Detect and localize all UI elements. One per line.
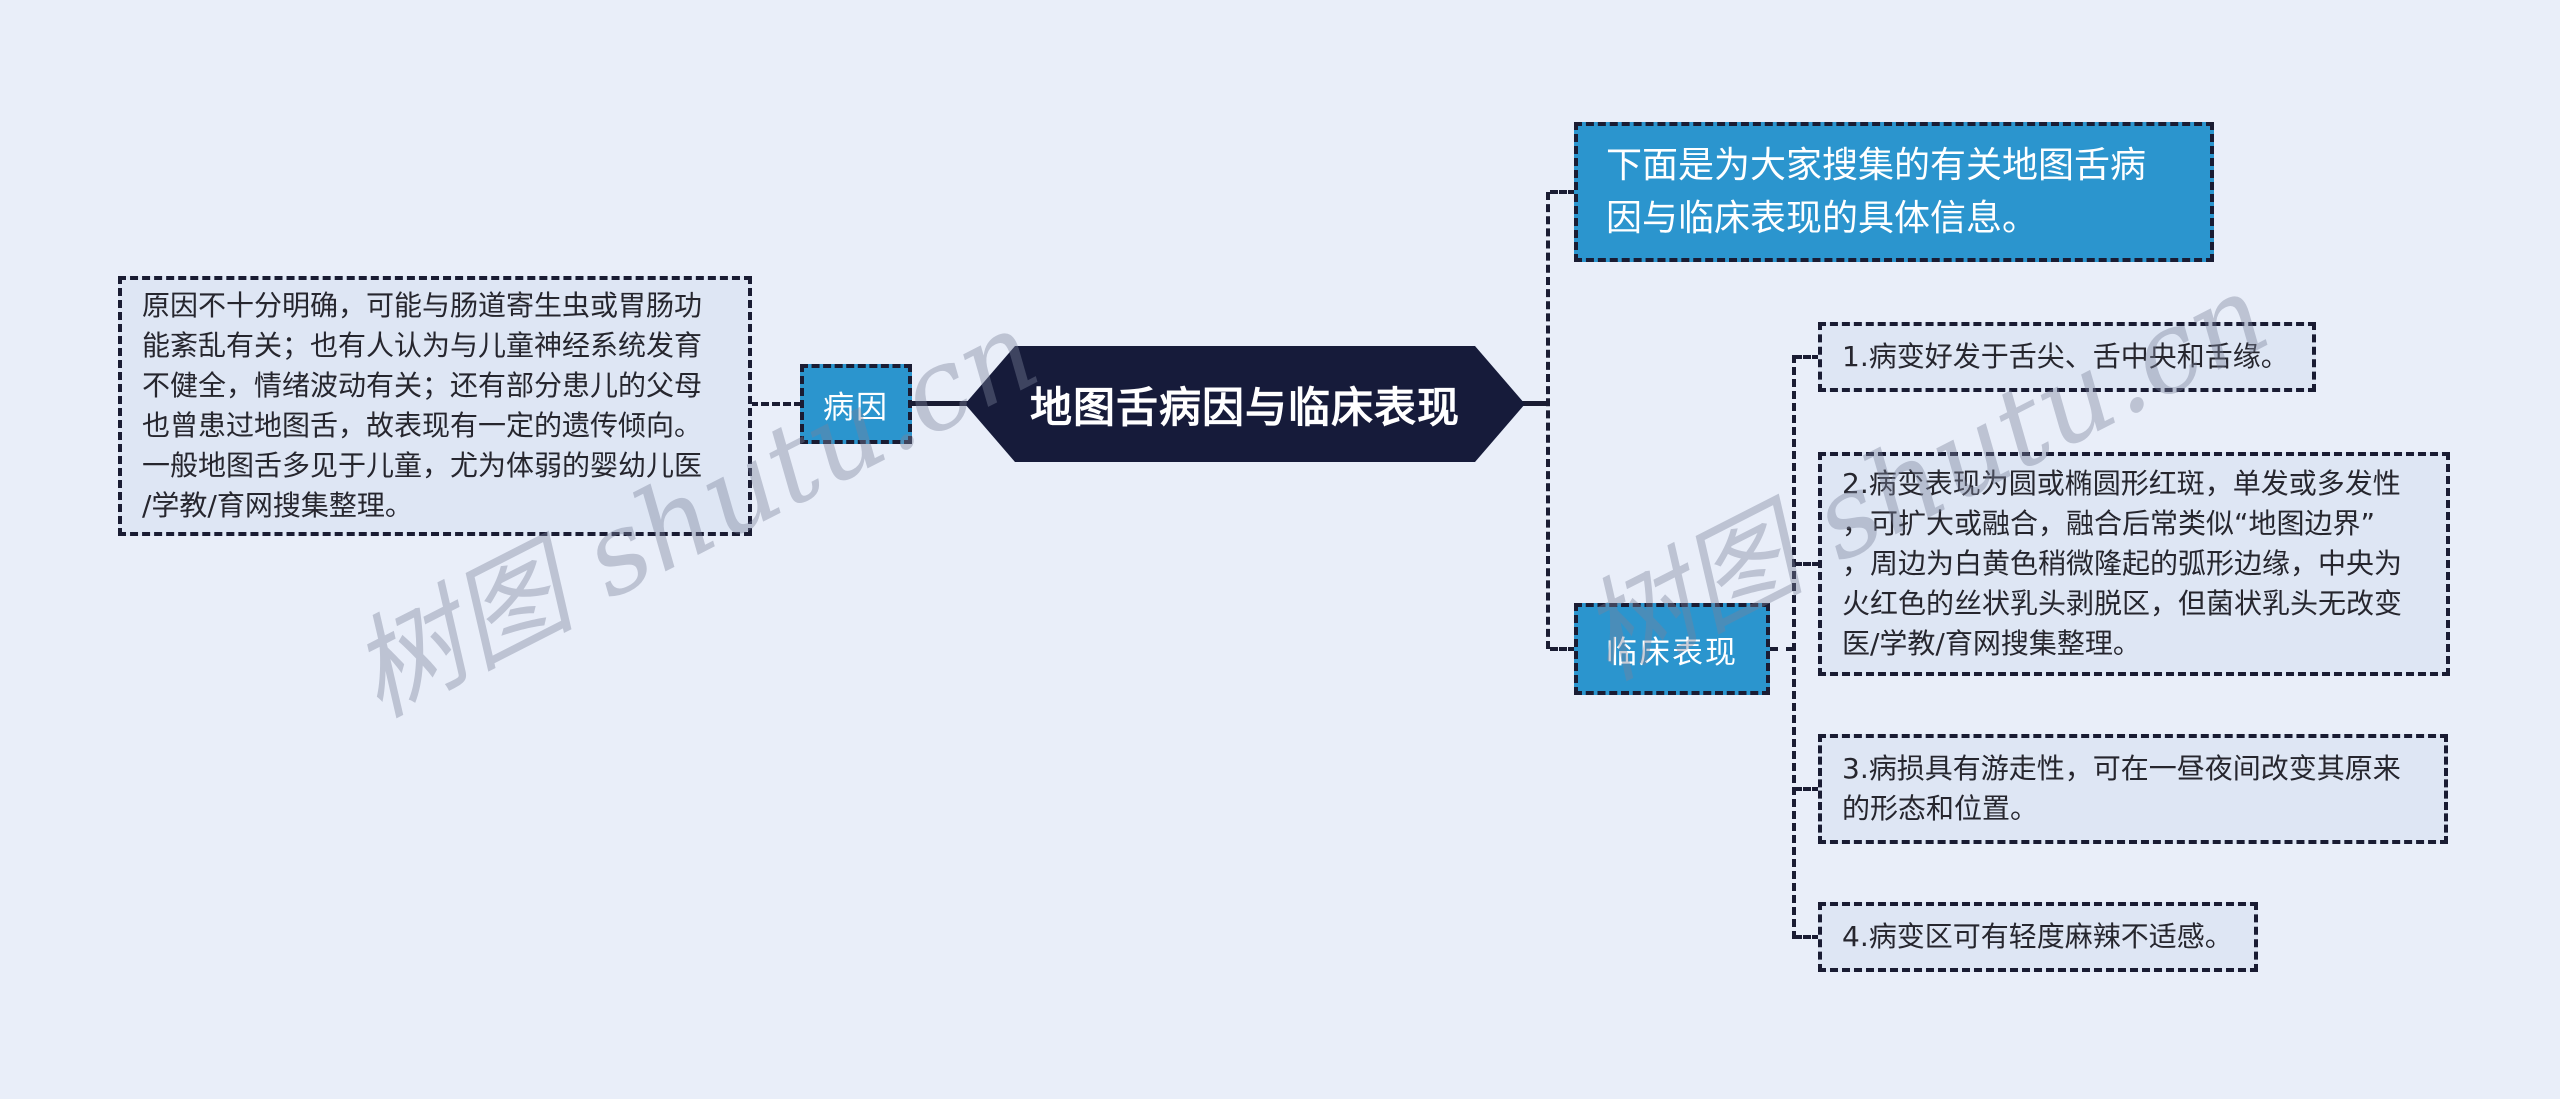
cause-node[interactable]: 病因 [800,364,912,444]
clinical-item-3[interactable]: 3.病损具有游走性，可在一昼夜间改变其原来 的形态和位置。 [1818,734,2448,844]
connector-root-to-trunk [1518,401,1550,406]
connector-item-1 [1794,355,1820,359]
items-trunk-line [1792,355,1796,939]
connector-item-2 [1794,562,1820,566]
clinical-node[interactable]: 临床表现 [1574,603,1770,695]
connector-item-3 [1794,787,1820,791]
connector-trunk-to-clinical [1550,647,1576,651]
connector-cause-to-root [910,401,976,406]
root-node-title: 地图舌病因与临床表现 [1029,382,1460,432]
root-node[interactable]: 地图舌病因与临床表现 [965,346,1525,462]
clinical-item-2[interactable]: 2.病变表现为圆或椭圆形红斑，单发或多发性 ，可扩大或融合，融合后常类似“地图边… [1818,452,2450,676]
clinical-item-4[interactable]: 4.病变区可有轻度麻辣不适感。 [1818,902,2258,972]
connector-item-4 [1794,935,1820,939]
connector-clinical-to-items-trunk [1770,647,1794,651]
connector-detail-to-cause [750,402,802,406]
connector-trunk-to-intro [1550,190,1576,194]
clinical-item-1[interactable]: 1.病变好发于舌尖、舌中央和舌缘。 [1818,322,2316,392]
right-trunk-line [1546,192,1550,649]
intro-box[interactable]: 下面是为大家搜集的有关地图舌病 因与临床表现的具体信息。 [1574,122,2214,262]
cause-detail-box[interactable]: 原因不十分明确，可能与肠道寄生虫或胃肠功 能紊乱有关；也有人认为与儿童神经系统发… [118,276,752,536]
